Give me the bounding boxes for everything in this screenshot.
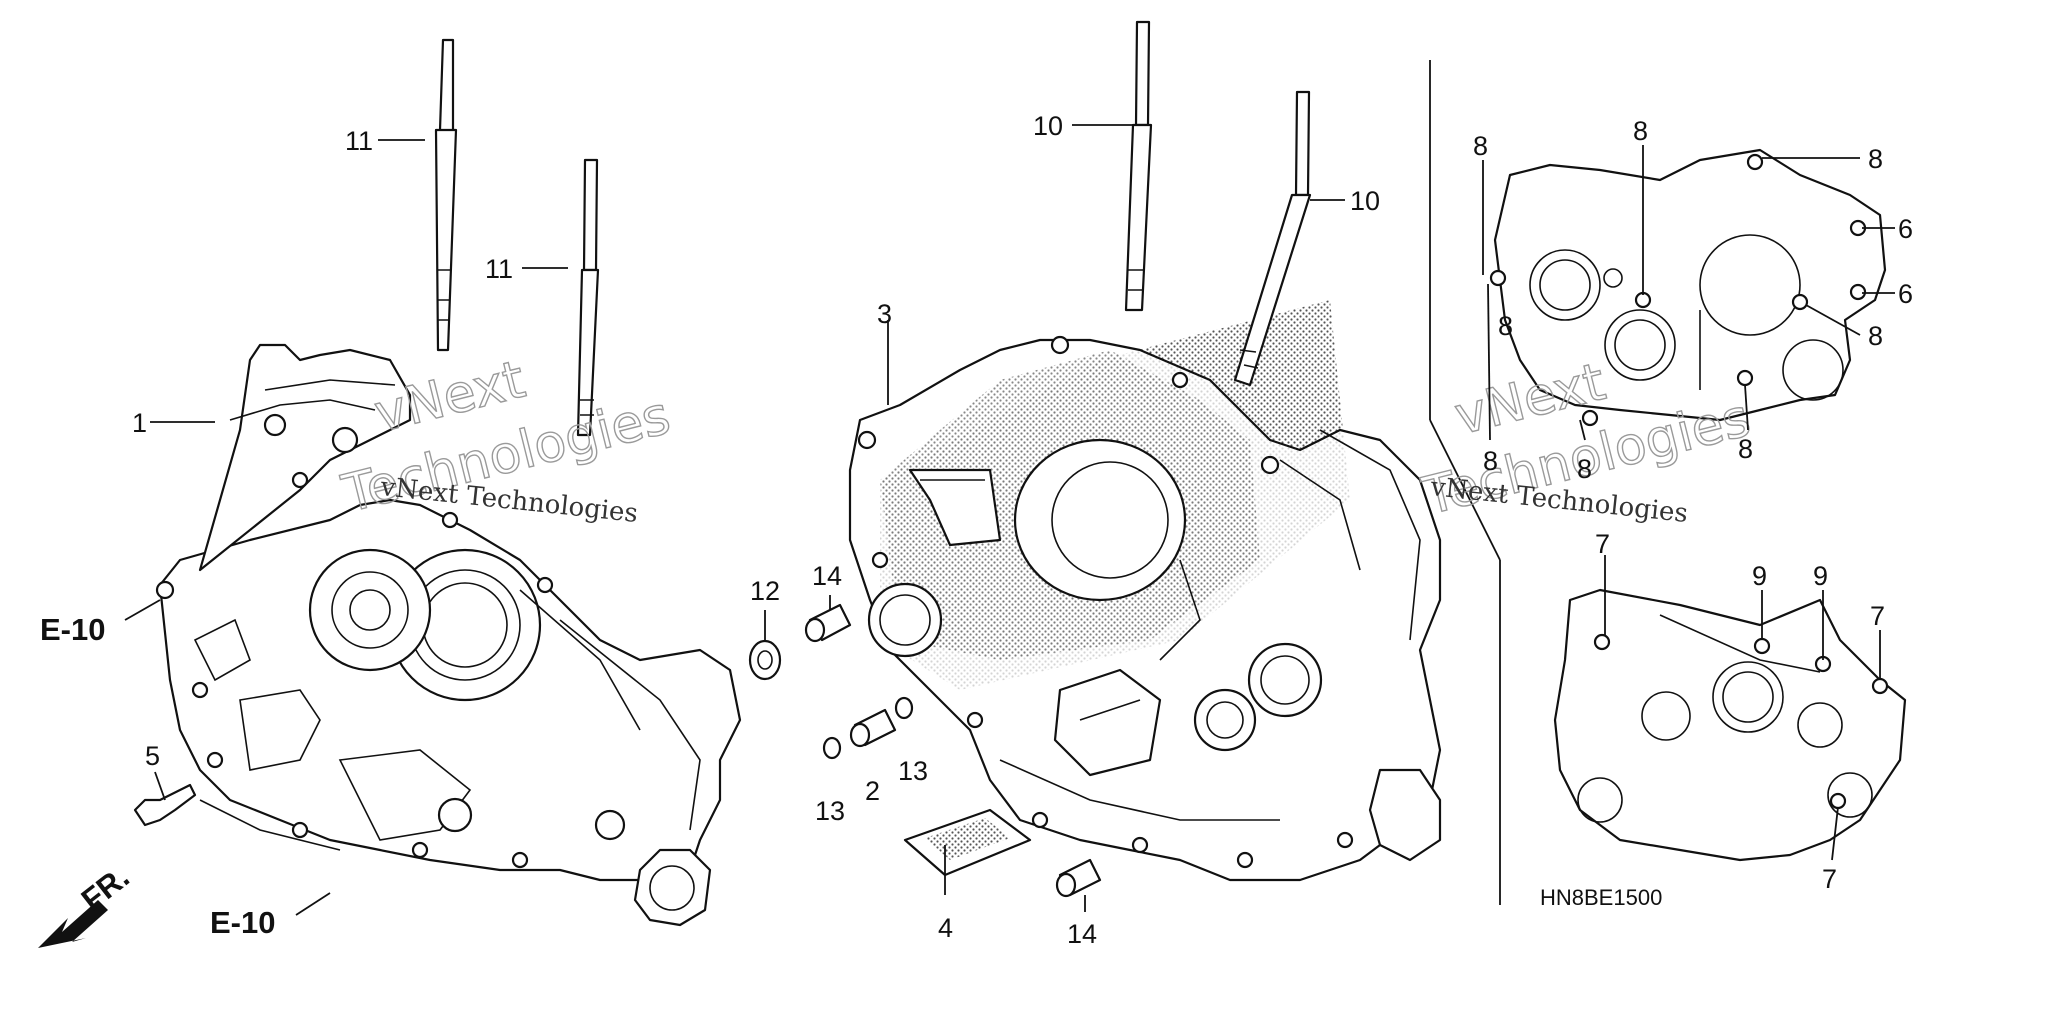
- callout-7b: 7: [1870, 601, 1885, 631]
- callout-13a: 13: [815, 796, 845, 826]
- reference-e10-upper: E-10: [40, 612, 105, 647]
- callout-14a: 14: [812, 561, 842, 591]
- callout-6b: 6: [1898, 279, 1913, 309]
- callout-4: 4: [938, 913, 953, 943]
- callout-12: 12: [750, 576, 780, 606]
- callout-8h: 8: [1498, 311, 1513, 341]
- callout-9b: 9: [1813, 561, 1828, 591]
- panel-divider-diagonal: [1429, 419, 1501, 561]
- orifice-2: [849, 708, 897, 748]
- callout-9a: 9: [1752, 561, 1767, 591]
- o-ring-13b: [894, 696, 914, 720]
- stud-bolt-10b: [1233, 90, 1312, 387]
- oil-strainer-4: [903, 808, 1032, 877]
- callout-8d: 8: [1868, 321, 1883, 351]
- callout-13b: 13: [898, 756, 928, 786]
- stud-bolt-11b: [576, 158, 600, 437]
- oil-seal-12: [748, 639, 782, 681]
- callout-2: 2: [865, 776, 880, 806]
- callout-8a: 8: [1473, 131, 1488, 161]
- callout-8c: 8: [1868, 144, 1883, 174]
- dowel-pin-14b: [1055, 858, 1102, 898]
- callout-8g: 8: [1577, 454, 1592, 484]
- stud-bolt-11a: [434, 38, 458, 352]
- leader-lines: [124, 124, 1895, 916]
- callout-8b: 8: [1633, 116, 1648, 146]
- drain-bolt-5: [133, 783, 197, 827]
- callout-1: 1: [132, 408, 147, 438]
- stud-bolt-10a: [1124, 20, 1153, 312]
- left-crankcase: [155, 343, 742, 927]
- front-direction-arrow: FR.: [38, 859, 136, 948]
- diagram-code: HN8BE1500: [1540, 885, 1662, 910]
- right-crankcase: [848, 300, 1442, 882]
- callout-10a: 10: [1033, 111, 1063, 141]
- callout-7c: 7: [1822, 864, 1837, 894]
- callout-7a: 7: [1595, 529, 1610, 559]
- svg-text:FR.: FR.: [75, 859, 136, 917]
- callout-8e: 8: [1738, 434, 1753, 464]
- crankcase-gasket-lower: [1553, 588, 1907, 862]
- callout-5: 5: [145, 741, 160, 771]
- callout-11a: 11: [345, 126, 373, 156]
- callout-8f: 8: [1483, 446, 1498, 476]
- callout-10b: 10: [1350, 186, 1380, 216]
- dowel-pin-14a: [804, 603, 852, 643]
- o-ring-13a: [822, 736, 842, 760]
- callout-11b: 11: [485, 254, 513, 284]
- callout-6a: 6: [1898, 214, 1913, 244]
- callout-3: 3: [877, 299, 892, 329]
- reference-e10-lower: E-10: [210, 905, 275, 940]
- callout-14b: 14: [1067, 919, 1097, 949]
